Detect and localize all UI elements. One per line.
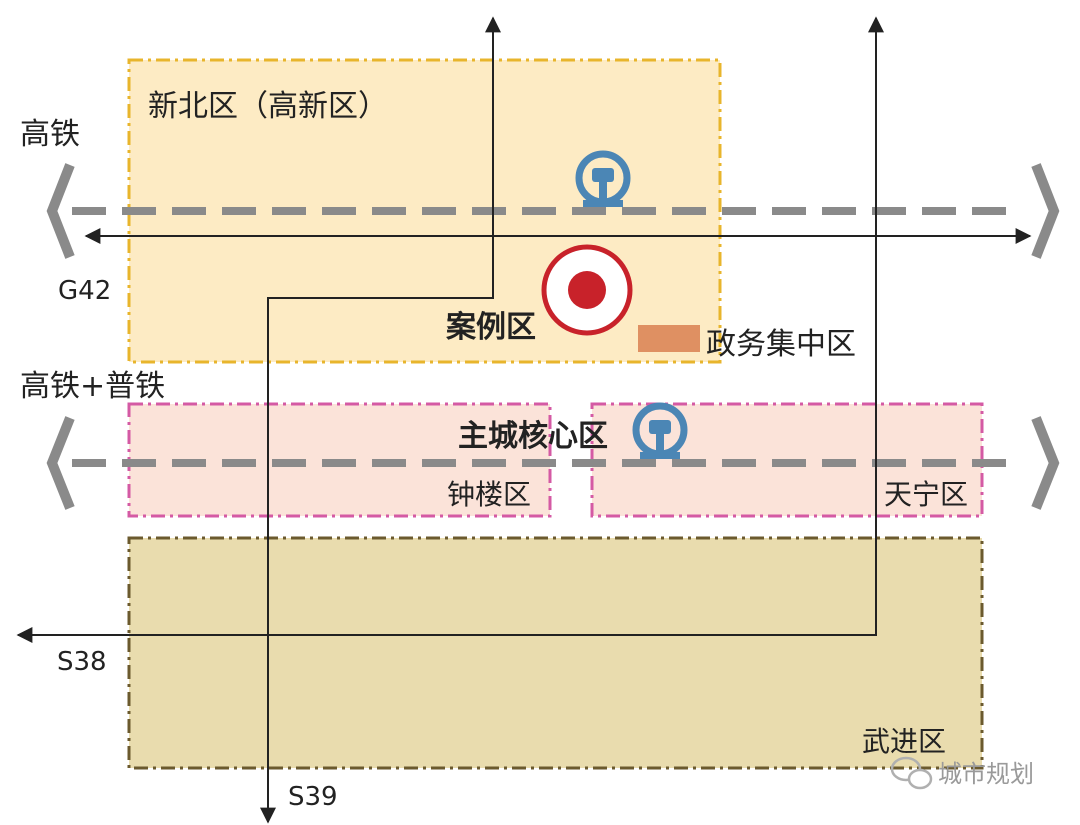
wujin-district-label: 武进区 <box>862 725 947 758</box>
railway-station-icon <box>632 402 688 459</box>
chevron-left-icon <box>46 163 75 259</box>
g42-label: G42 <box>58 276 112 306</box>
high-speed-rail-label: 高铁 <box>20 117 80 152</box>
case-area-label: 案例区 <box>446 310 536 345</box>
s38-label: S38 <box>57 647 107 677</box>
xinbei-district-label: 新北区（高新区） <box>148 89 388 124</box>
chevron-right-icon <box>1031 163 1060 259</box>
s39-expressway <box>260 16 501 824</box>
wechat-icon <box>890 756 933 790</box>
gov-center-label: 政务集中区 <box>706 327 856 362</box>
target-marker-icon <box>541 244 633 336</box>
chevron-right-icon <box>1031 416 1060 510</box>
zhonglou-district-label: 钟楼区 <box>447 478 532 511</box>
high-speed-normal-rail-label: 高铁+普铁 <box>20 369 166 404</box>
gov-center-block <box>638 325 700 352</box>
s39-label: S39 <box>288 782 338 812</box>
main-core-label: 主城核心区 <box>458 419 608 454</box>
chevron-left-icon <box>46 416 75 510</box>
wujin-zone <box>127 536 984 770</box>
railway-station-icon <box>575 150 631 207</box>
watermark-text: 城市规划 <box>938 760 1034 788</box>
tianning-district-label: 天宁区 <box>884 478 969 511</box>
